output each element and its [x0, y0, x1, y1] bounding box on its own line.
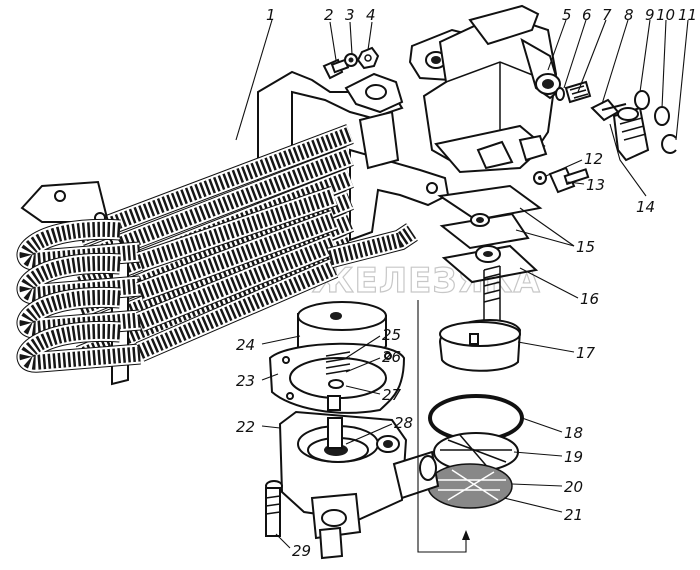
- callout-25: 25: [382, 326, 401, 344]
- valve-small-parts: [555, 80, 677, 162]
- callout-10: 10: [656, 6, 675, 24]
- filter-base-body: [265, 410, 440, 560]
- callout-17: 17: [576, 344, 596, 362]
- filter-screen-set: [427, 394, 524, 509]
- callout-29: 29: [292, 542, 311, 560]
- spring-cup: [438, 265, 522, 372]
- callout-19: 19: [564, 448, 583, 466]
- callout-2: 2: [324, 6, 334, 24]
- flow-arrow-bracket: [417, 300, 470, 553]
- callout-13: 13: [586, 176, 605, 194]
- callout-12: 12: [584, 150, 603, 168]
- callout-28: 28: [394, 414, 413, 432]
- callout-9: 9: [645, 6, 655, 24]
- callout-16: 16: [580, 290, 599, 308]
- callout-3: 3: [345, 6, 355, 24]
- callout-22: 22: [236, 418, 255, 436]
- callout-labels: 1 2 3 4 5 6 7 8 9 10 11 12 13 14 15 16 1…: [236, 6, 697, 560]
- filter-cover-assembly: [268, 301, 406, 414]
- callout-21: 21: [564, 506, 583, 524]
- callout-6: 6: [582, 6, 592, 24]
- callout-20: 20: [564, 478, 583, 496]
- valve-gaskets: [437, 184, 543, 284]
- callout-14: 14: [636, 198, 655, 216]
- callout-7: 7: [602, 6, 612, 24]
- bolt-washer-nut-set: [322, 46, 380, 80]
- callout-5: 5: [562, 6, 572, 24]
- callout-27: 27: [382, 386, 402, 404]
- valve-housing: [408, 4, 562, 174]
- callout-1: 1: [266, 6, 276, 24]
- callout-23: 23: [236, 372, 255, 390]
- callout-8: 8: [624, 6, 634, 24]
- callout-24: 24: [236, 336, 255, 354]
- callout-15: 15: [576, 238, 595, 256]
- coil-heat-exchanger: [16, 70, 450, 386]
- callout-18: 18: [564, 424, 583, 442]
- callout-4: 4: [366, 6, 376, 24]
- callout-11: 11: [678, 6, 697, 24]
- callout-26: 26: [382, 348, 401, 366]
- leader-lines: [235, 19, 689, 549]
- side-bolt-washer: [533, 166, 590, 194]
